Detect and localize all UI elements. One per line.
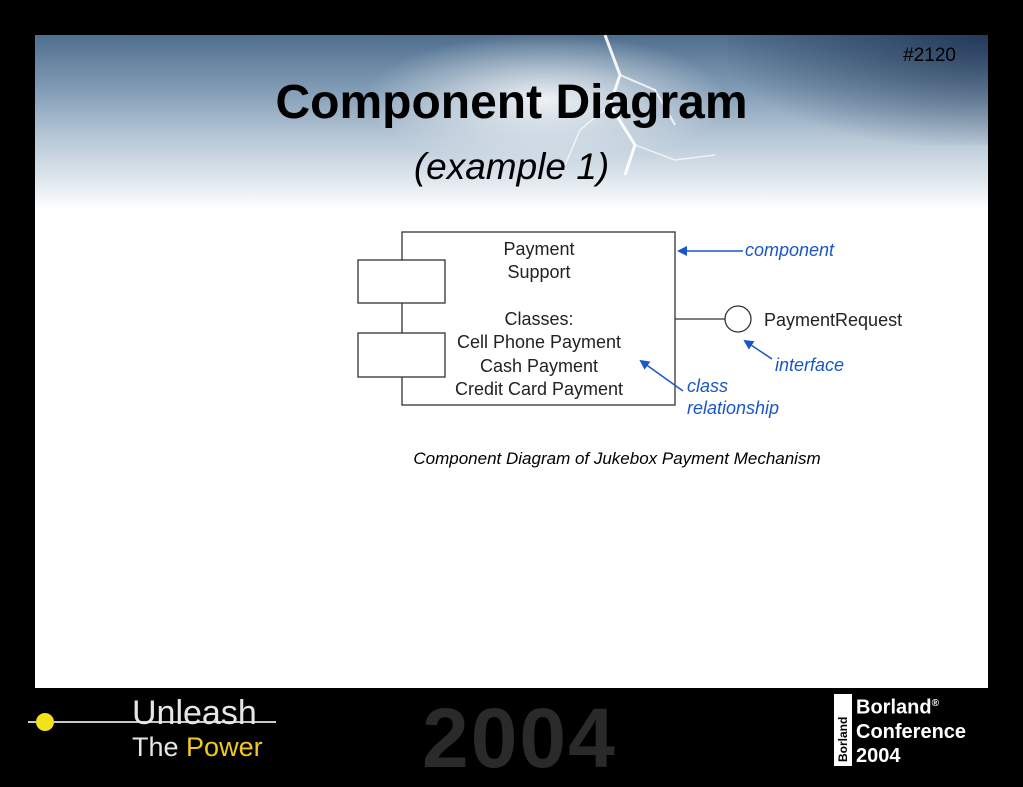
lightning-decoration — [564, 35, 716, 176]
slide-number: #2120 — [903, 45, 956, 66]
power-word: Power — [186, 732, 263, 762]
component-port-top — [357, 259, 446, 304]
slide-title: Component Diagram — [275, 76, 748, 129]
slide: #2120 Component Diagram (example 1) Paym… — [35, 35, 988, 688]
class-item: Credit Card Payment — [455, 379, 623, 399]
interface-circle — [724, 305, 752, 333]
interface-label: PaymentRequest — [764, 310, 902, 330]
conference-label: Conference — [856, 720, 967, 743]
diagram-caption: Component Diagram of Jukebox Payment Mec… — [413, 449, 821, 468]
year-watermark: 2004 — [422, 691, 617, 785]
borland-logo-text: Borland — [836, 717, 850, 762]
component-port-bottom — [357, 332, 446, 378]
sky-glow — [365, 35, 725, 165]
conference-year: 2004 — [856, 744, 901, 767]
class-relationship-arrow — [639, 359, 684, 392]
borland-logo: Borland — [834, 694, 852, 766]
footer-bar: Unleash The Power 2004 Borland Borland® … — [0, 688, 1023, 785]
footer-rule-left — [28, 721, 36, 723]
unleash-text: Unleash — [132, 694, 257, 732]
component-annotation: component — [745, 240, 835, 260]
component-name-line2: Support — [507, 262, 570, 282]
interface-arrow — [743, 339, 773, 360]
borland-brand: Borland® — [856, 696, 939, 719]
class-annotation-line1: class — [687, 376, 728, 396]
the-word: The — [132, 732, 179, 762]
the-power-text: The Power — [132, 732, 263, 763]
bullet-dot — [36, 713, 54, 731]
component-name-line1: Payment — [503, 239, 574, 259]
footer-rule — [54, 721, 276, 723]
slide-subtitle: (example 1) — [413, 146, 610, 187]
class-item: Cell Phone Payment — [457, 332, 621, 352]
borland-conference: Borland® Conference 2004 — [856, 692, 966, 768]
component-box — [401, 231, 676, 406]
component-diagram: Payment Support Classes: Cell Phone Paym… — [357, 231, 902, 418]
storm-cloud — [728, 35, 988, 145]
interface-annotation: interface — [775, 355, 844, 375]
classes-header: Classes: — [504, 309, 573, 329]
class-annotation-line2: relationship — [687, 398, 779, 418]
class-item: Cash Payment — [480, 356, 598, 376]
